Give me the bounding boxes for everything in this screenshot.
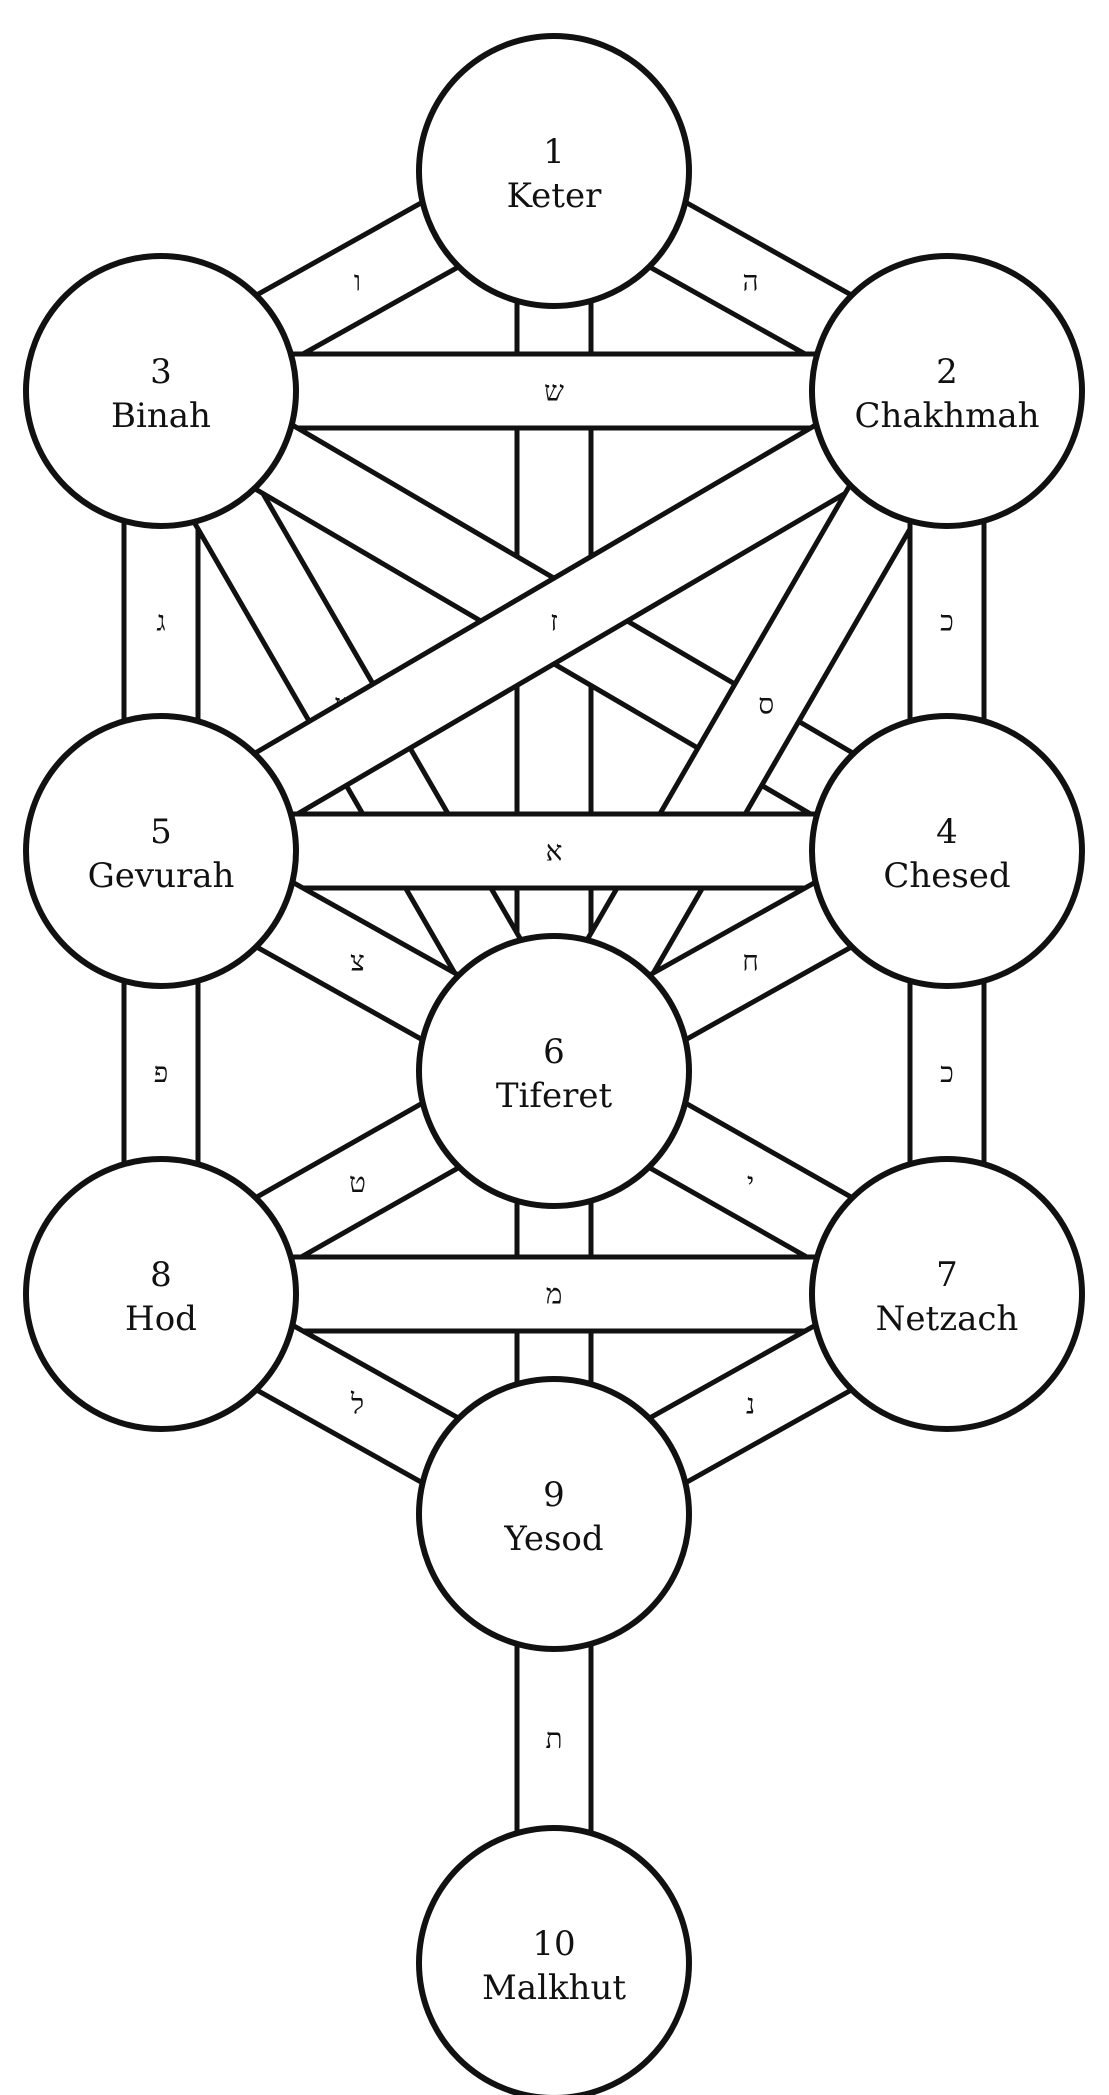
path-letter: ת	[545, 1722, 562, 1755]
sefirah-number: 1	[543, 132, 565, 172]
sefirah-number: 4	[936, 812, 958, 852]
sefirah-circle	[809, 713, 1085, 989]
sefirah-number: 9	[543, 1475, 565, 1515]
path-letter: ז	[550, 605, 558, 638]
path-letter: ג	[156, 605, 165, 638]
sefirah-number: 6	[543, 1032, 565, 1072]
sefirah-name: Gevurah	[88, 856, 235, 896]
path-letter: פ	[154, 1056, 169, 1089]
sefirah-name: Chesed	[883, 856, 1010, 896]
sefirah-circle	[416, 1825, 692, 2095]
sefirah-name: Chakhmah	[854, 396, 1039, 436]
path-letter: צ	[350, 945, 365, 978]
path-letter: כ	[940, 1056, 954, 1089]
sefirah-circle	[23, 253, 299, 529]
sefirah-circle	[23, 713, 299, 989]
sefirah-number: 8	[150, 1255, 172, 1295]
path-letter: ו	[354, 265, 361, 298]
path-letter: י	[747, 1166, 754, 1199]
sefirah-name: Yesod	[503, 1519, 603, 1559]
sefirah-circle	[23, 1156, 299, 1432]
path-letter: ש	[544, 375, 564, 408]
path-letter: מ	[546, 1278, 563, 1311]
sefirah-name: Tiferet	[496, 1076, 613, 1116]
path-letter: נ	[746, 1388, 755, 1421]
sefirah-name: Binah	[111, 396, 211, 436]
sefirah-number: 2	[936, 352, 958, 392]
sefirah-name: Netzach	[876, 1299, 1019, 1339]
sefirah-name: Keter	[507, 176, 602, 216]
sefirah-number: 3	[150, 352, 172, 392]
sefirah-circle	[809, 253, 1085, 529]
path-letter: ל	[350, 1388, 364, 1421]
sefirah-circle	[416, 33, 692, 309]
path-letter: ט	[349, 1166, 366, 1199]
path-letter: א	[546, 835, 563, 868]
path-letter: ח	[742, 945, 759, 978]
sefirah-circle	[416, 1376, 692, 1652]
sefirah-number: 5	[150, 812, 172, 852]
path-letter: ה	[742, 265, 758, 298]
sefirah-name: Hod	[125, 1299, 197, 1339]
sefirah-circle	[809, 1156, 1085, 1432]
path-letter: כ	[940, 605, 954, 638]
sefirah-name: Malkhut	[482, 1968, 626, 2008]
sefirah-number: 7	[936, 1255, 958, 1295]
sefirah-number: 10	[532, 1924, 575, 1964]
path-letter: ס	[758, 687, 774, 720]
sefirah-circle	[416, 933, 692, 1209]
